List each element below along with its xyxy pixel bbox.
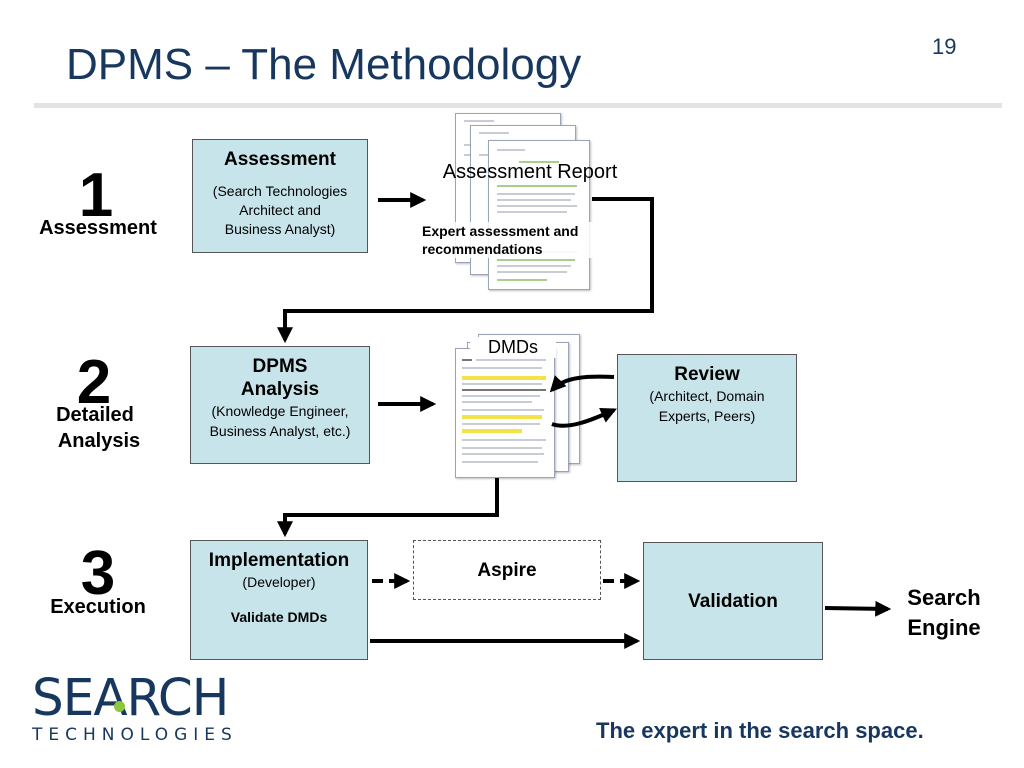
- page-number: 19: [932, 34, 957, 59]
- assessment-box-line1: (Search Technologies: [212, 183, 348, 199]
- search-engine-line2: Engine: [907, 615, 981, 640]
- dmd-page-front: [455, 348, 555, 478]
- review-box-line2: Experts, Peers): [658, 408, 756, 424]
- dpms-analysis-title-line2: Analysis: [240, 379, 320, 400]
- step-2-label-line2: Analysis: [57, 430, 141, 452]
- assessment-box-line3: Business Analyst): [224, 221, 336, 237]
- dmds-label: DMDs: [470, 337, 556, 358]
- arrow-dmds-to-review: [551, 408, 617, 428]
- step-3-number: 3: [80, 539, 116, 608]
- assessment-box: Assessment (Search Technologies Architec…: [192, 139, 368, 253]
- aspire-box-title: Aspire: [477, 560, 537, 581]
- assessment-report-note: Expert assessment and recommendations: [422, 222, 612, 258]
- review-box-line1: (Architect, Domain: [649, 388, 765, 404]
- report-page-front: [488, 140, 590, 290]
- dpms-analysis-box: DPMS Analysis (Knowledge Engineer, Busin…: [190, 346, 370, 464]
- footer-tagline: The expert in the search space.: [596, 718, 924, 743]
- step-1-number: 1: [78, 161, 114, 230]
- assessment-report-label: Assessment Report: [442, 161, 618, 183]
- logo-subtext: TECHNOLOGIES: [32, 725, 238, 745]
- arrow-report-to-analysis: [277, 197, 654, 344]
- title-divider: [34, 103, 1002, 108]
- logo-dot-icon: [114, 701, 125, 712]
- assessment-box-line2: Architect and: [239, 202, 321, 218]
- implementation-box-subtitle: (Developer): [242, 574, 316, 590]
- search-engine-label: Search Engine: [893, 583, 995, 643]
- aspire-box: Aspire: [413, 540, 601, 600]
- dpms-analysis-title-line1: DPMS: [252, 356, 308, 377]
- implementation-box-title: Implementation: [208, 550, 350, 571]
- arrow-validation-to-search-engine: [824, 600, 892, 617]
- search-engine-line1: Search: [907, 585, 981, 610]
- review-box-title: Review: [674, 364, 740, 385]
- implementation-box-note: Validate DMDs: [230, 609, 328, 625]
- arrow-dmds-to-implementation: [277, 478, 499, 538]
- validation-box: Validation: [643, 542, 823, 660]
- step-3-label: Execution: [50, 596, 146, 618]
- dpms-analysis-line2: Business Analyst, etc.): [209, 423, 351, 439]
- arrow-review-to-dmds: [549, 374, 615, 393]
- step-2-label-line1: Detailed: [56, 404, 134, 426]
- validation-box-title: Validation: [688, 591, 778, 612]
- implementation-box: Implementation (Developer) Validate DMDs: [190, 540, 368, 660]
- slide-title: DPMS – The Methodology: [66, 40, 582, 89]
- step-2-number: 2: [76, 348, 112, 417]
- step-1-label: Assessment: [39, 217, 157, 239]
- step-2-label: Detailed Analysis: [30, 402, 160, 454]
- search-technologies-logo: SEARCH TECHNOLOGIES: [32, 671, 272, 746]
- review-box: Review (Architect, Domain Experts, Peers…: [617, 354, 797, 482]
- logo-wordmark: SEARCH: [32, 669, 229, 728]
- assessment-box-title: Assessment: [224, 149, 336, 170]
- dpms-analysis-line1: (Knowledge Engineer,: [211, 403, 349, 419]
